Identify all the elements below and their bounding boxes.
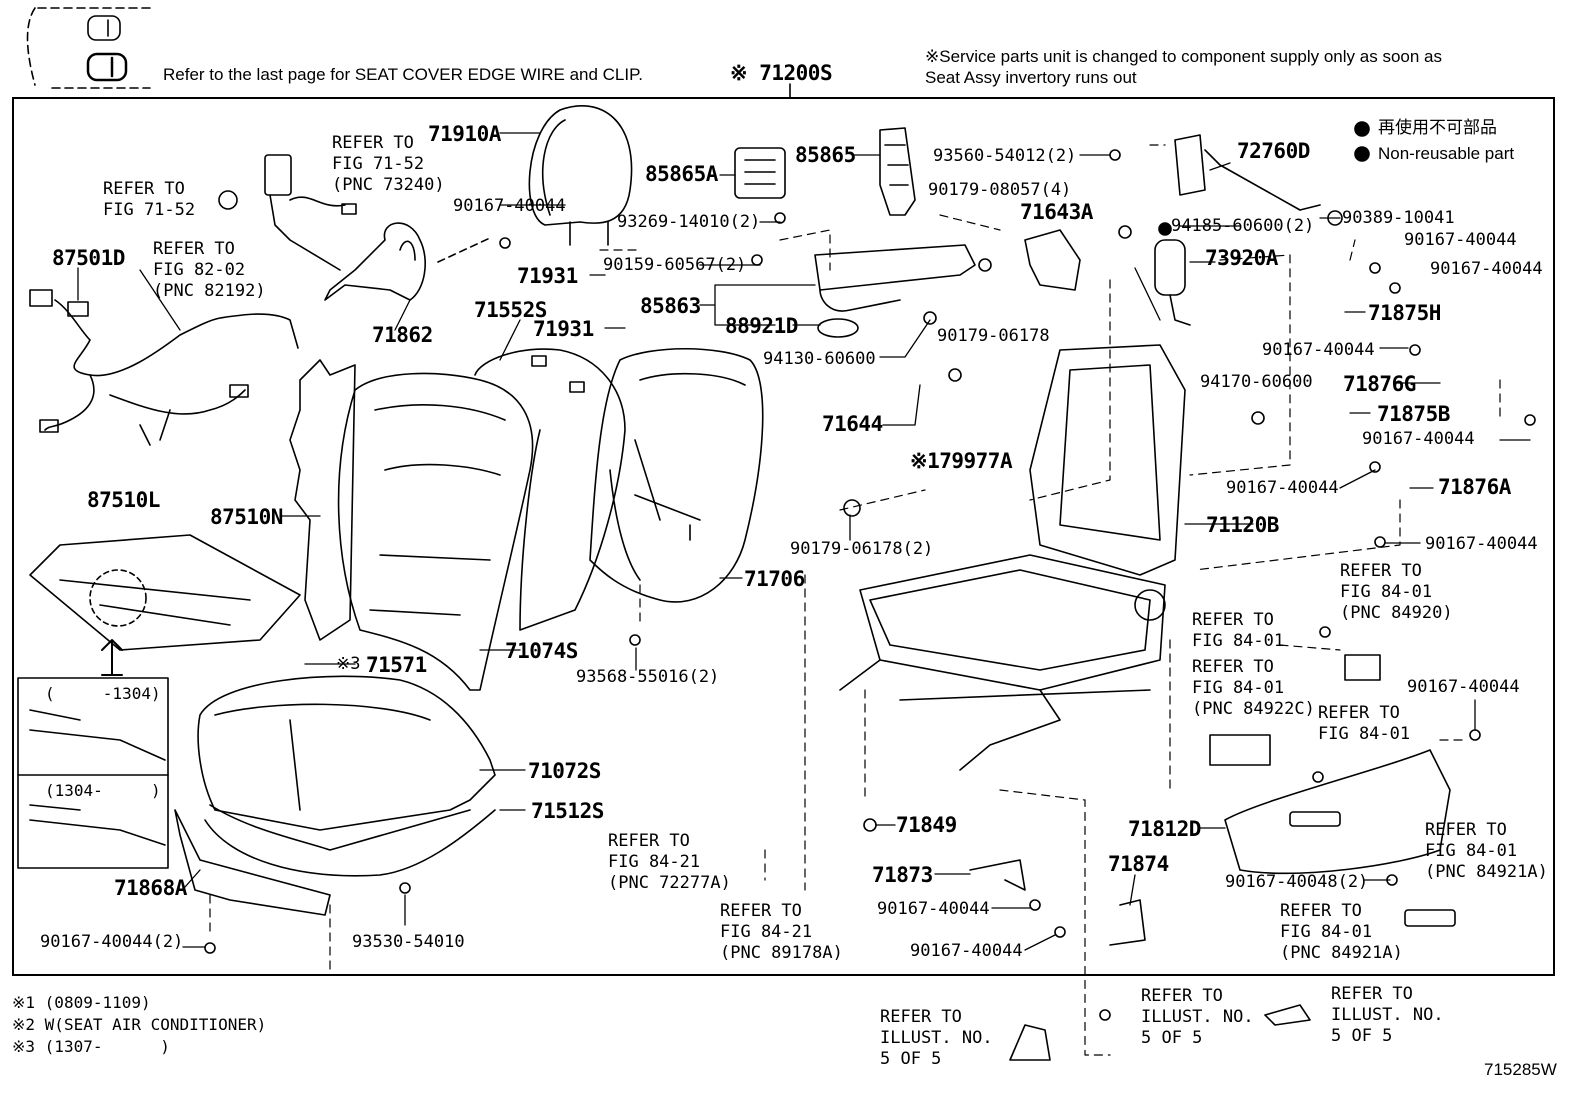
legend-jp: 再使用不可部品 xyxy=(1378,118,1497,137)
part-94170: 94170-60600 xyxy=(1200,372,1313,392)
part-87501D: 87501D xyxy=(52,246,125,270)
footnote-2: ※2 W(SEAT AIR CONDITIONER) xyxy=(12,1015,267,1034)
seatback-cover-shape xyxy=(337,372,534,691)
part-71552S: 71552S xyxy=(474,298,547,322)
part-85865A: 85865A xyxy=(645,162,718,186)
part-71931-b: 71931 xyxy=(533,317,594,341)
part-90167-b: 90167-40044 xyxy=(1404,230,1517,250)
part-90159: 90159-60567(2) xyxy=(603,255,747,275)
diagram-frame xyxy=(12,97,1555,976)
part-179977A: ※179977A xyxy=(910,449,1013,473)
legend-en: Non-reusable part xyxy=(1378,144,1515,163)
part-71874: 71874 xyxy=(1108,852,1169,876)
assembly-number: ※ 71200S xyxy=(730,61,833,85)
inset-box xyxy=(17,677,169,869)
part-71706: 71706 xyxy=(744,567,805,591)
part-71120B: 71120B xyxy=(1206,513,1279,537)
seat-frame-shape xyxy=(839,344,1186,771)
refer-fig-84-01-84920: REFER TO FIG 84-01 (PNC 84920) xyxy=(1340,561,1453,623)
inset-label-bottom: (1304- ) xyxy=(45,781,161,800)
part-71072S: 71072S xyxy=(528,759,601,783)
part-93568: 93568-55016(2) xyxy=(576,667,720,687)
refer-illust-5-b: REFER TO ILLUST. NO. 5 OF 5 xyxy=(1141,986,1254,1048)
part-71862: 71862 xyxy=(372,323,433,347)
service-note-line1: ※Service parts unit is changed to compon… xyxy=(925,47,1442,66)
refer-fig-84-21-89178a: REFER TO FIG 84-21 (PNC 89178A) xyxy=(720,901,843,963)
part-90167-c: 90167-40044 xyxy=(1430,259,1543,279)
edge-wire-note: Refer to the last page for SEAT COVER ED… xyxy=(163,65,643,84)
refer-fig-84-01-84921a-b: REFER TO FIG 84-01 (PNC 84921A) xyxy=(1280,901,1403,963)
non-reusable-dot-icon xyxy=(1354,121,1370,137)
refer-fig-84-01-84922c: REFER TO FIG 84-01 (PNC 84922C) xyxy=(1192,657,1315,719)
part-71849: 71849 xyxy=(896,813,957,837)
part-90167-e: 90167-40044 xyxy=(1362,429,1475,449)
part-71571-mark: ※3 xyxy=(336,654,361,674)
part-90167-g: 90167-40044 xyxy=(1425,534,1538,554)
refer-illust-5-a: REFER TO ILLUST. NO. 5 OF 5 xyxy=(880,1007,993,1069)
part-93530: 93530-54010 xyxy=(352,932,465,952)
service-note-line2: Seat Assy invertory runs out xyxy=(925,68,1137,87)
part-71644: 71644 xyxy=(822,412,883,436)
part-73920A: 73920A xyxy=(1205,246,1278,270)
part-87510N: 87510N xyxy=(210,505,283,529)
part-71876A: 71876A xyxy=(1438,475,1511,499)
part-71910A: 71910A xyxy=(428,122,501,146)
part-71074S: 71074S xyxy=(505,639,578,663)
part-71875H: 71875H xyxy=(1368,301,1441,325)
part-71812D: 71812D xyxy=(1128,817,1201,841)
part-90179-08057: 90179-08057(4) xyxy=(928,180,1072,200)
refer-fig-84-01-84921a-a: REFER TO FIG 84-01 (PNC 84921A) xyxy=(1425,820,1548,882)
headrest-71910A-shape xyxy=(528,105,633,246)
part-94130: 94130-60600 xyxy=(763,349,876,369)
figure-id: 715285W xyxy=(1484,1060,1557,1079)
refer-fig-71-52-pnc: REFER TO FIG 71-52 (PNC 73240) xyxy=(332,133,445,195)
part-71876G: 71876G xyxy=(1343,372,1416,396)
refer-fig-82-02: REFER TO FIG 82-02 (PNC 82192) xyxy=(153,239,266,301)
part-90167-i: 90167-40048(2) xyxy=(1225,872,1369,892)
refer-illust-5-c: REFER TO ILLUST. NO. 5 OF 5 xyxy=(1331,984,1444,1046)
part-93269: 93269-14010(2) xyxy=(617,212,761,232)
wire-clip-legend-icon xyxy=(26,7,151,89)
part-90167-a: 90167-40044 xyxy=(453,196,566,216)
part-93560: 93560-54012(2) xyxy=(933,146,1077,166)
part-71571: 71571 xyxy=(366,653,427,677)
part-85865: 85865 xyxy=(795,143,856,167)
part-90167-d: 90167-40044 xyxy=(1262,340,1375,360)
part-88921D: 88921D xyxy=(725,314,798,338)
refer-fig-71-52: REFER TO FIG 71-52 xyxy=(103,179,196,220)
part-90167-f: 90167-40044 xyxy=(1226,478,1339,498)
part-71643A: 71643A xyxy=(1020,200,1093,224)
part-71868A: 71868A xyxy=(114,876,187,900)
part-90167-j: 90167-40044 xyxy=(877,899,990,919)
footnote-3: ※3 (1307- ) xyxy=(12,1037,170,1056)
inset-label-top: ( -1304) xyxy=(45,684,161,703)
part-71875B: 71875B xyxy=(1377,402,1450,426)
part-90167-l: 90167-40044(2) xyxy=(40,932,184,952)
part-90179-06178: 90179-06178 xyxy=(937,326,1050,346)
refer-fig-84-01-a: REFER TO FIG 84-01 xyxy=(1192,610,1285,651)
part-90179-06178-2: 90179-06178(2) xyxy=(790,539,934,559)
part-94185: 94185-60600(2) xyxy=(1171,216,1315,236)
part-90389: 90389-10041 xyxy=(1342,208,1455,228)
part-90167-h: 90167-40044 xyxy=(1407,677,1520,697)
part-71873: 71873 xyxy=(872,863,933,887)
part-71512S: 71512S xyxy=(531,799,604,823)
seat-cushion-shape xyxy=(197,675,496,851)
part-85863: 85863 xyxy=(640,294,701,318)
refer-fig-84-21-72277a: REFER TO FIG 84-21 (PNC 72277A) xyxy=(608,831,731,893)
refer-fig-84-01-b: REFER TO FIG 84-01 xyxy=(1318,703,1411,744)
part-90167-k: 90167-40044 xyxy=(910,941,1023,961)
footnote-1: ※1 (0809-1109) xyxy=(12,993,151,1012)
part-87510L: 87510L xyxy=(87,488,160,512)
part-72760D: 72760D xyxy=(1237,139,1310,163)
part-71931-a: 71931 xyxy=(517,264,578,288)
